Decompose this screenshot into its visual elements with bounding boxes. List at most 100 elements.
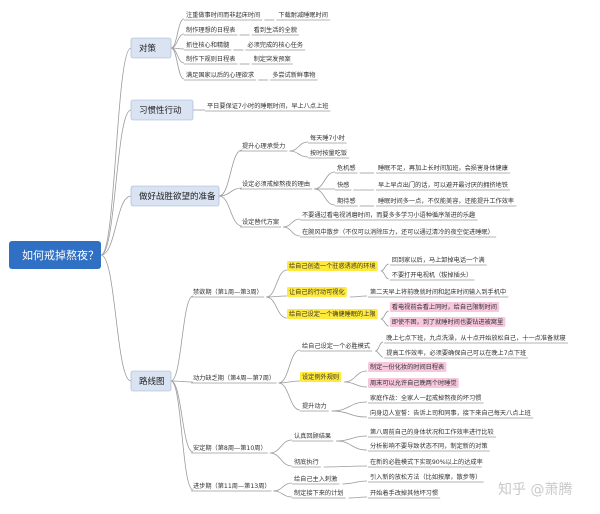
step-detail: 引入新的放松方法（比如按摩，散步等） <box>370 473 481 481</box>
phase-label: 安定期（第8周—第10周） <box>193 444 267 452</box>
connector <box>380 318 389 327</box>
step-detail: 家庭作战：全家人一起戒掉熬夜的坏习惯 <box>370 394 481 402</box>
step-detail: 第二天早上将前晚就时间和起床时间输入到手机中 <box>370 288 506 296</box>
group-label: 设定替代方案 <box>242 218 280 226</box>
connector <box>349 295 368 298</box>
item-detail: 多尝试新鲜事物 <box>272 71 315 79</box>
connector <box>273 482 293 492</box>
connector <box>170 47 185 64</box>
connector <box>323 465 368 468</box>
connector <box>218 187 243 197</box>
branch-node-xiguan <box>130 99 194 121</box>
connector <box>344 381 368 388</box>
connector <box>278 382 301 411</box>
sub-detail: 睡眠不足，再加上长时间加班，会损害身体健康 <box>378 164 508 172</box>
connector <box>336 440 368 451</box>
connector <box>348 496 368 499</box>
sub-item: 按时按量吃饭 <box>310 149 347 157</box>
connector <box>283 226 301 237</box>
connector <box>278 349 301 384</box>
connector <box>269 439 293 454</box>
connector <box>218 195 243 227</box>
step-detail: 制定一份化妆的时间日程表 <box>370 363 444 371</box>
step-detail: 提高工作效率，必须要确保自己可以在晚上7点下班 <box>386 349 526 357</box>
connector <box>314 188 336 206</box>
connector <box>375 341 384 352</box>
item-detail: 下载耐减睡眠时间 <box>278 11 328 19</box>
step-item: 提升动力 <box>302 402 327 410</box>
item-label: 抓住核心和精髓 <box>186 41 230 49</box>
sub-detail: 早上早点出门的话，可以避开最讨厌的拥挤地铁 <box>378 181 508 189</box>
phase-label: 动力缺乏期（第4周—第7周） <box>193 374 275 382</box>
connector <box>266 269 288 298</box>
watermark: 知乎 @萧腾 <box>498 481 572 498</box>
item-detail: 看到生活的全貌 <box>254 26 297 34</box>
connector <box>278 380 301 384</box>
item-detail: 必须完成的核心任务 <box>247 41 303 49</box>
connector <box>314 171 336 190</box>
step-item: 认真回顾结果 <box>294 432 331 440</box>
step-detail: 在新的必胜模式下实现90%以上的达成率 <box>370 458 483 466</box>
step-item: 给自己创造一个驻惑诱惑的环境 <box>289 262 376 270</box>
connector <box>100 47 132 256</box>
sub-item: 期待感 <box>337 197 356 205</box>
connector <box>375 350 384 358</box>
step-detail: 第八周前自己的身体状况和工作效率进行比较 <box>370 428 494 436</box>
highlight-marker <box>287 287 347 297</box>
highlight-marker <box>389 317 506 327</box>
connector <box>336 435 368 442</box>
phase-label: 禁欲期（第1周—第3周） <box>193 288 263 296</box>
connector <box>100 109 132 256</box>
connector <box>289 141 309 152</box>
connector <box>100 195 132 256</box>
connector <box>170 380 194 383</box>
connector <box>273 490 293 498</box>
sub-item: 快感 <box>337 181 349 189</box>
step-detail: 看电视前会看上同时，给自己限制时间 <box>392 303 497 311</box>
step-item: 给自己主入刺激 <box>294 475 337 483</box>
connector <box>170 47 185 80</box>
phase-label: 进步期（第11周—第13周） <box>193 482 271 490</box>
root-node <box>9 241 101 269</box>
step-item: 给自己设定一个确健睡眠的上限 <box>289 310 376 318</box>
highlight-marker <box>287 261 378 271</box>
branch-label-xiguan: 习惯性行动 <box>139 105 182 116</box>
group-label: 提升心理承受力 <box>242 142 285 150</box>
connector <box>100 254 132 382</box>
connector <box>342 480 368 485</box>
branch-node-duice <box>130 37 172 59</box>
step-detail: 回到家以后，马上卸掉电话一个满 <box>392 256 485 264</box>
branch-node-zhunbei <box>130 185 220 207</box>
item-detail: 制定突发预案 <box>254 55 292 63</box>
sub-item: 每天睡7小时 <box>310 134 345 142</box>
connector <box>170 380 194 453</box>
connector <box>344 370 368 383</box>
highlight-marker <box>368 362 447 372</box>
highlight-marker <box>368 378 459 388</box>
step-item: 让自己的行动可视化 <box>289 288 345 296</box>
step-detail: 向身边人宣誓：告诉上司和同事，接下来自己每天八点上班 <box>370 409 531 417</box>
connector <box>218 149 243 197</box>
item-label: 平日要保证7小时的睡眠时间，早上八点上班 <box>207 102 329 110</box>
step-detail: 晚上七点下班，九点洗澡，从十点开始放松自己，十一点准备就寝 <box>386 334 565 342</box>
step-detail: 周末可以允许自己晚两个时睡觉 <box>370 379 457 387</box>
step-item: 制定接下来的计划 <box>294 489 344 497</box>
item-label: 制作下规则日程表 <box>186 55 236 63</box>
step-detail: 不要打开电视机（拔掉插头） <box>392 271 472 279</box>
step-detail: 即使不困，到了就睡时间也要钻进被窝里 <box>392 318 503 326</box>
root-label: 如何戒掉熬夜？ <box>22 248 99 262</box>
step-item: 彻底执行 <box>294 458 319 466</box>
item-label: 制作理想的日程表 <box>186 26 236 34</box>
sub-detail: 睡眠时间多一点，不仅能美容，还能提升工作效率 <box>378 197 514 205</box>
connector <box>289 150 309 158</box>
step-item: 给自己设定一个必胜模式 <box>302 342 370 350</box>
step-detail: 分析影响不要导致状态不同，制定新的对策 <box>370 442 488 450</box>
connector <box>380 270 389 280</box>
connector <box>331 410 368 418</box>
map-nodes: 如何戒掉熬夜？对策习惯性行动做好战胜欲望的准备路线图注重做事时间而非起床时间下载… <box>9 11 566 497</box>
branch-node-luxian <box>130 370 172 392</box>
connector <box>331 401 368 412</box>
sub-item: 危机感 <box>337 164 356 172</box>
branch-label-duice: 对策 <box>139 43 157 54</box>
